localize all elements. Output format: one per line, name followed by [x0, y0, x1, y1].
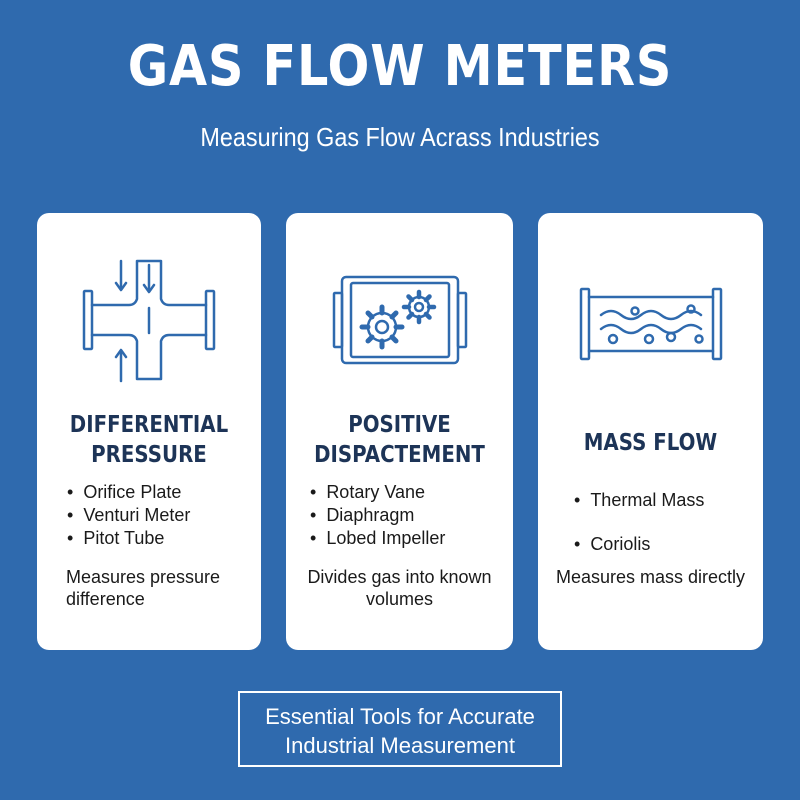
gears-housing-icon — [286, 253, 513, 403]
list-item: Rotary Vane — [310, 481, 445, 504]
page-subtitle: Measuring Gas Flow Acrass Industries — [200, 122, 600, 152]
meter-type-list: Thermal Mass Coriolis — [574, 478, 704, 566]
footer-line-1: Essential Tools for Accurate — [265, 704, 535, 729]
card-description-line-2: volumes — [365, 589, 434, 609]
list-item: Lobed Impeller — [310, 527, 445, 550]
list-item: Pitot Tube — [67, 527, 190, 550]
card-positive-displacement: POSITIVE DISPACTEMENT Rotary Vane Diaphr… — [286, 213, 513, 650]
card-description-line-2: difference — [66, 589, 145, 609]
card-description: Measures mass directly — [538, 566, 763, 588]
page-title: GAS FLOW METERS — [127, 34, 673, 99]
footer-line-2: Industrial Measurement — [285, 733, 515, 758]
card-description: Measures pressure difference — [66, 566, 246, 610]
mass-flow-tube-icon — [538, 253, 763, 403]
card-description-line-1: Measures mass directly — [555, 567, 746, 587]
card-heading: DIFFERENTIAL PRESSURE — [53, 410, 246, 470]
card-description-line-1: Measures pressure — [66, 567, 221, 587]
list-item: Venturi Meter — [67, 504, 190, 527]
card-heading: POSITIVE DISPACTEMENT — [302, 410, 497, 470]
footer-banner: Essential Tools for Accurate Industrial … — [238, 691, 562, 767]
differential-pressure-pipe-icon — [37, 253, 261, 403]
card-description-line-1: Divides gas into known — [307, 567, 492, 587]
list-item: Diaphragm — [310, 504, 445, 527]
card-mass-flow: MASS FLOW Thermal Mass Coriolis Measures… — [538, 213, 763, 650]
card-heading-line-1: DIFFERENTIAL — [69, 412, 229, 438]
card-heading: MASS FLOW — [583, 430, 718, 456]
list-item: Thermal Mass — [574, 478, 704, 522]
meter-type-list: Orifice Plate Venturi Meter Pitot Tube — [67, 481, 190, 550]
card-heading-line-2: DISPACTEMENT — [314, 442, 485, 468]
card-differential-pressure: DIFFERENTIAL PRESSURE Orifice Plate Vent… — [37, 213, 261, 650]
list-item: Coriolis — [574, 522, 704, 566]
card-heading-line-1: POSITIVE — [348, 412, 451, 438]
card-heading-line-2: PRESSURE — [91, 442, 207, 468]
list-item: Orifice Plate — [67, 481, 190, 504]
meter-type-list: Rotary Vane Diaphragm Lobed Impeller — [310, 481, 445, 550]
card-description: Divides gas into known volumes — [286, 566, 513, 610]
